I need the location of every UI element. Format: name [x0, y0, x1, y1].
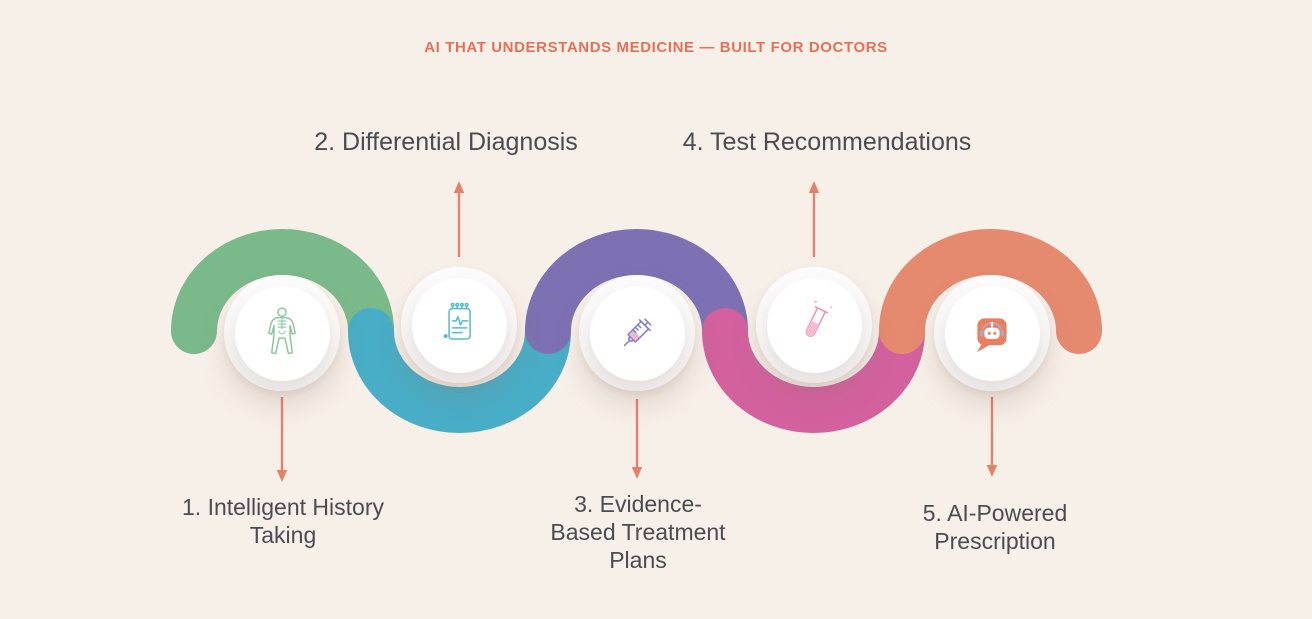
step-3-node: [579, 275, 695, 391]
wave-arc-step-1: [171, 229, 394, 354]
human-body-icon: [268, 307, 296, 355]
step-4-label: 4. Test Recommendations: [682, 128, 972, 156]
arrow-head-icon: [631, 467, 643, 479]
arrow-down-step-1: [276, 397, 288, 482]
step-3-icon-circle: [589, 285, 685, 381]
step-1-icon-circle: [234, 285, 330, 381]
arrow-head-icon: [808, 181, 820, 193]
arrow-down-step-5: [986, 397, 998, 477]
step-1-label: 1. Intelligent History Taking: [182, 494, 384, 548]
arrow-head-icon: [453, 181, 465, 193]
step-2-node: [401, 267, 517, 383]
step-2-icon-circle: [411, 277, 507, 373]
page-title: AI THAT UNDERSTANDS MEDICINE — BUILT FOR…: [424, 39, 888, 56]
step-3-label: 3. Evidence- Based Treatment Plans: [550, 491, 726, 573]
step-5-label: 5. AI-Powered Prescription: [922, 500, 1068, 554]
robot-chat-icon: [976, 318, 1007, 353]
arrow-up-step-2: [453, 181, 465, 257]
step-5-icon-circle: [944, 285, 1040, 381]
wave-arc-step-2: [348, 308, 571, 433]
step-2-label: 2. Differential Diagnosis: [314, 128, 578, 156]
test-tube-icon: [805, 300, 833, 337]
arrow-down-step-3: [631, 399, 643, 479]
step-5-node: [934, 275, 1050, 391]
medical-report-icon: [443, 302, 471, 340]
step-4-node: [756, 267, 872, 383]
wave-arc-step-5: [879, 229, 1102, 354]
step-4-icon-circle: [766, 277, 862, 373]
wave-arc-step-3: [525, 229, 748, 354]
arrow-head-icon: [986, 465, 998, 477]
arrow-up-step-4: [808, 181, 820, 257]
wave-arc-step-4: [702, 308, 925, 433]
step-1-node: [224, 275, 340, 391]
syringe-icon: [623, 318, 652, 347]
arrow-head-icon: [276, 470, 288, 482]
